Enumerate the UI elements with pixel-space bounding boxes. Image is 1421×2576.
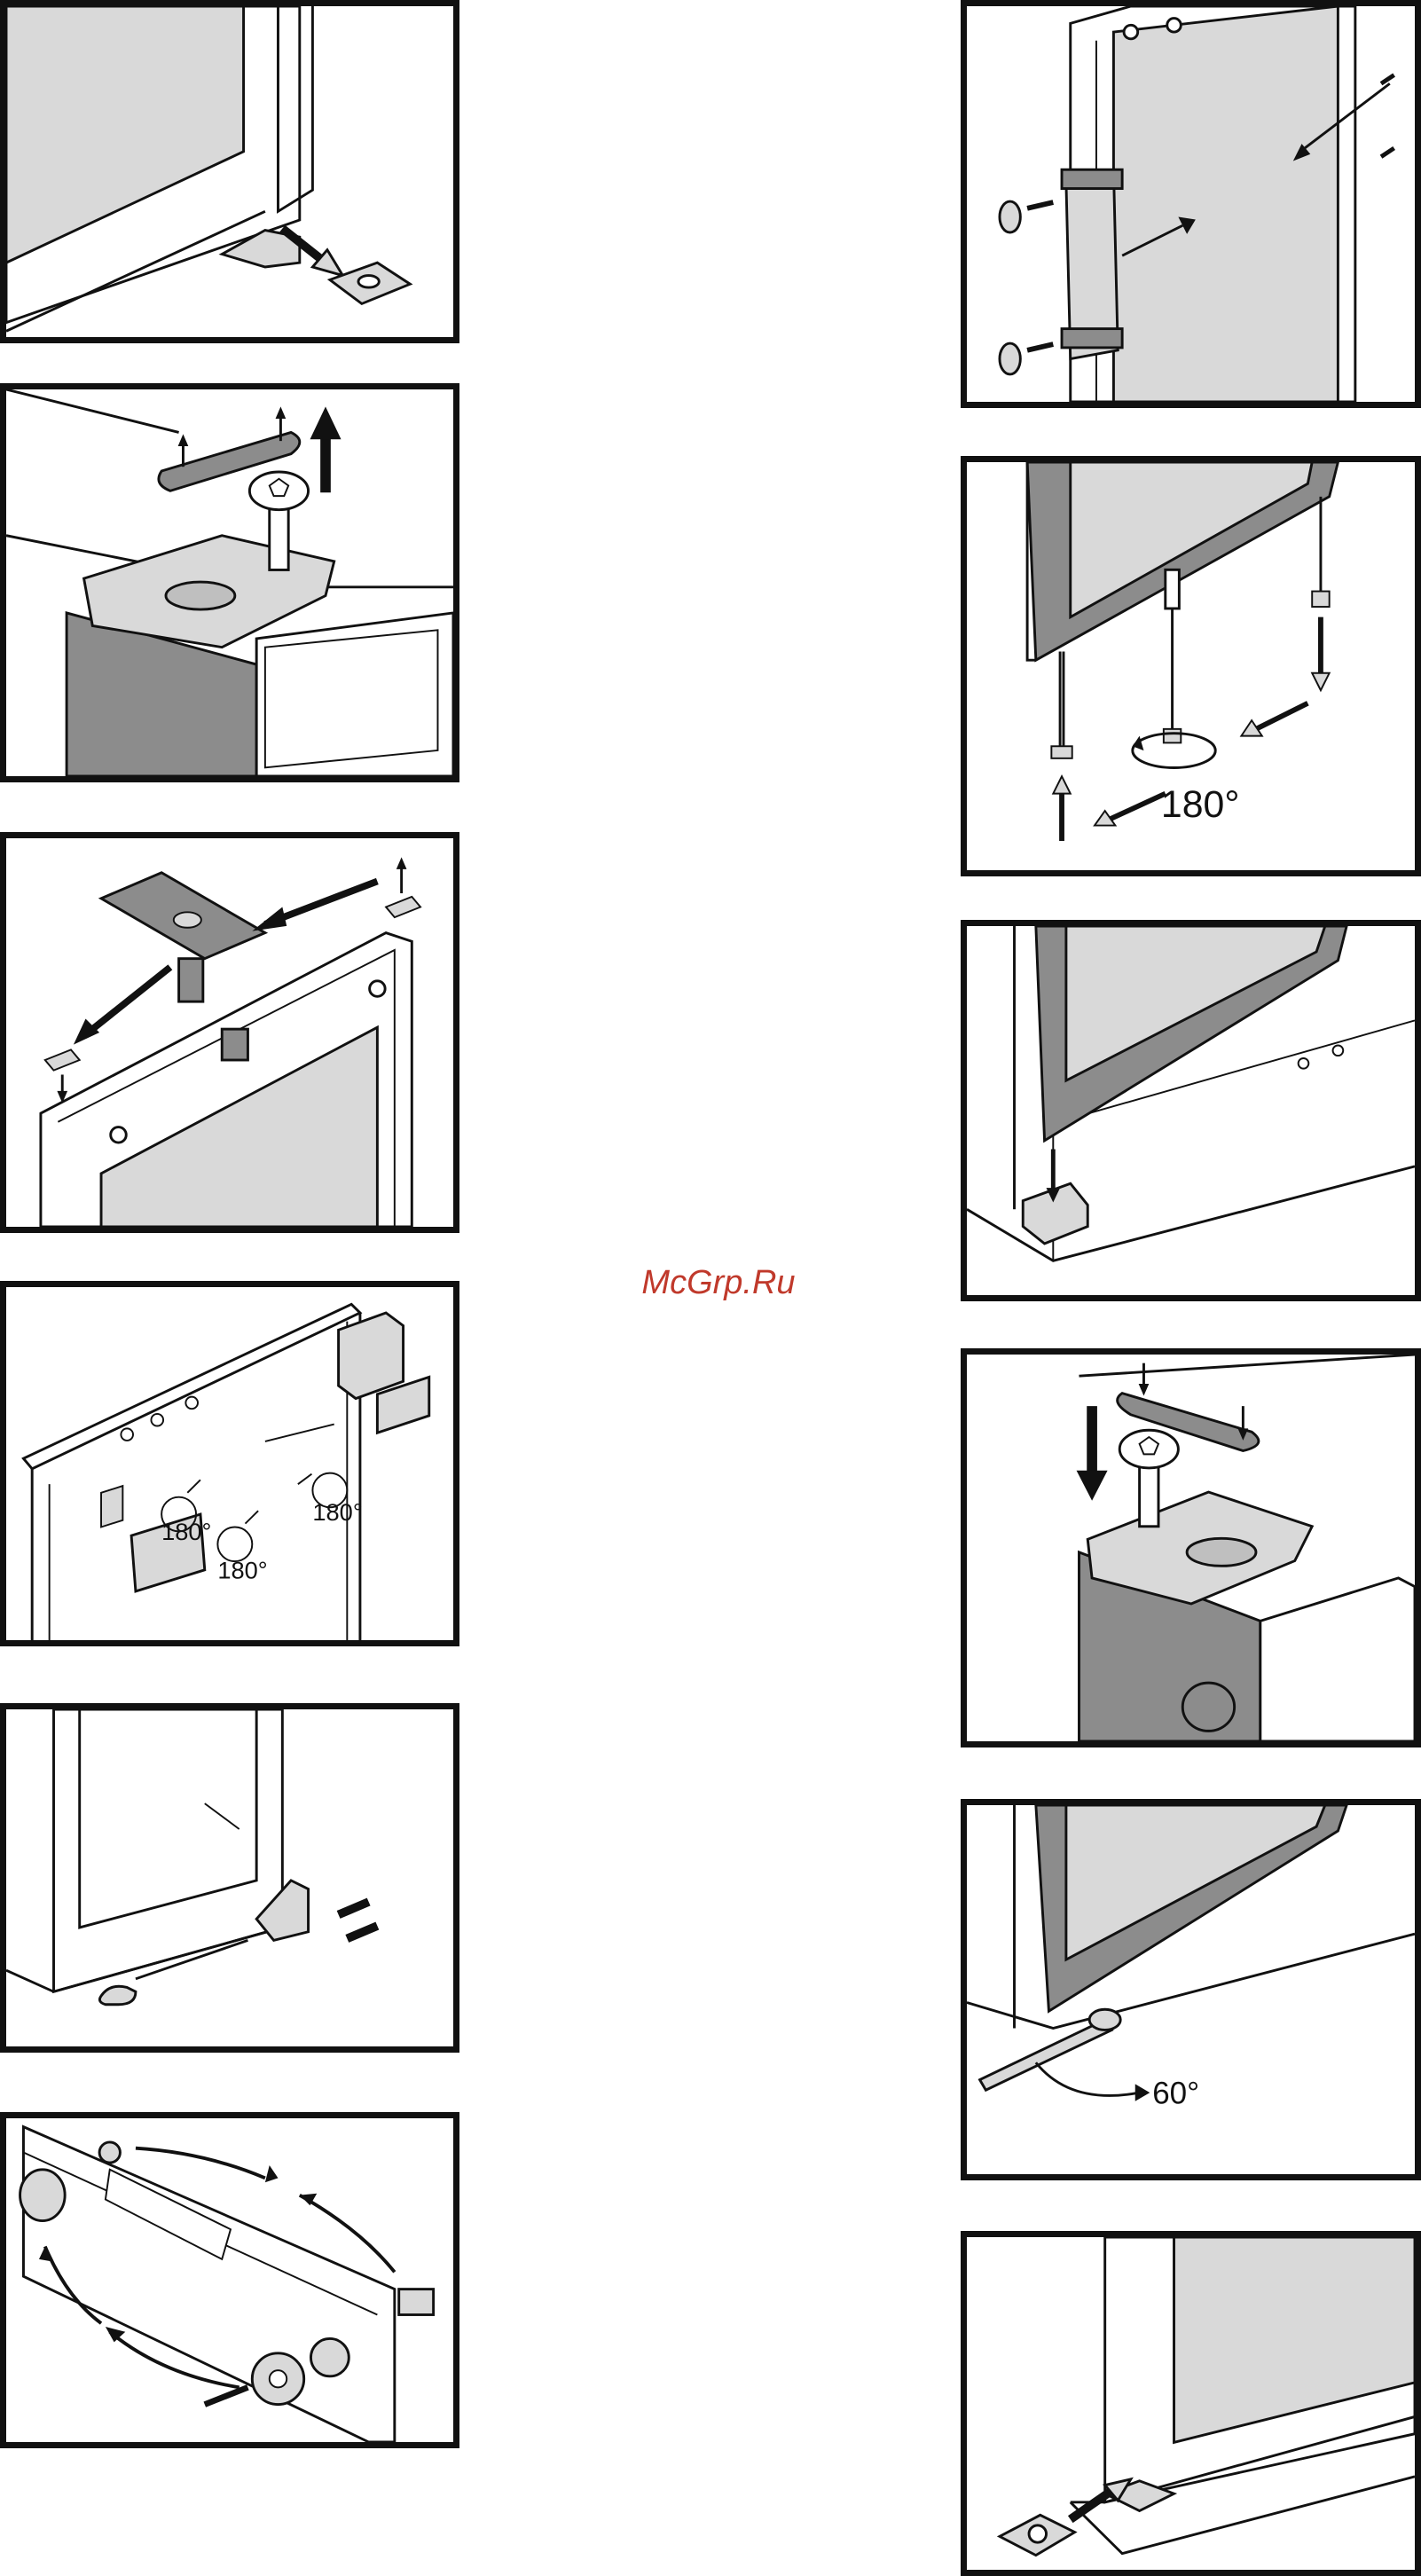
panel-left-1-remove-clip: [0, 0, 459, 343]
panel-left-3-transfer-pin: [0, 832, 459, 1233]
cabinet-top-edge: [23, 1304, 359, 1468]
panel-left-5-bottom-hinge: [0, 1703, 459, 2053]
panel-right-1-move-handle: [961, 0, 1421, 408]
panel-right-5-adjust-60: 60°: [961, 1799, 1421, 2180]
panel-left-2-hinge-cover: [0, 383, 459, 782]
cap-part: [99, 1986, 136, 2004]
panel-left-4-rotate-parts: 180° 180° 180°: [0, 1281, 459, 1646]
angle-label-tilt: 60°: [1152, 2077, 1199, 2111]
screw-shaft: [270, 501, 288, 570]
angle-label-c: 180°: [312, 1498, 362, 1526]
angle-label-b: 180°: [217, 1557, 267, 1584]
hinge-bracket-top: [339, 1313, 404, 1399]
wrench-tool: [980, 2020, 1112, 2090]
panel-left-6-swap-plugs: [0, 2112, 459, 2448]
panel-right-3-hang-door: [961, 920, 1421, 1301]
angle-label-d: 180°: [1161, 783, 1240, 826]
angle-label-a: 180°: [161, 1518, 211, 1545]
panel-right-4-refit-cover: [961, 1348, 1421, 1747]
panel-right-2-hinge-pin: 180°: [961, 456, 1421, 876]
door-edge: [23, 2127, 394, 2442]
watermark-text: McGrp.Ru: [621, 1264, 816, 1302]
panel-right-6-refit-clip: [961, 2231, 1421, 2576]
